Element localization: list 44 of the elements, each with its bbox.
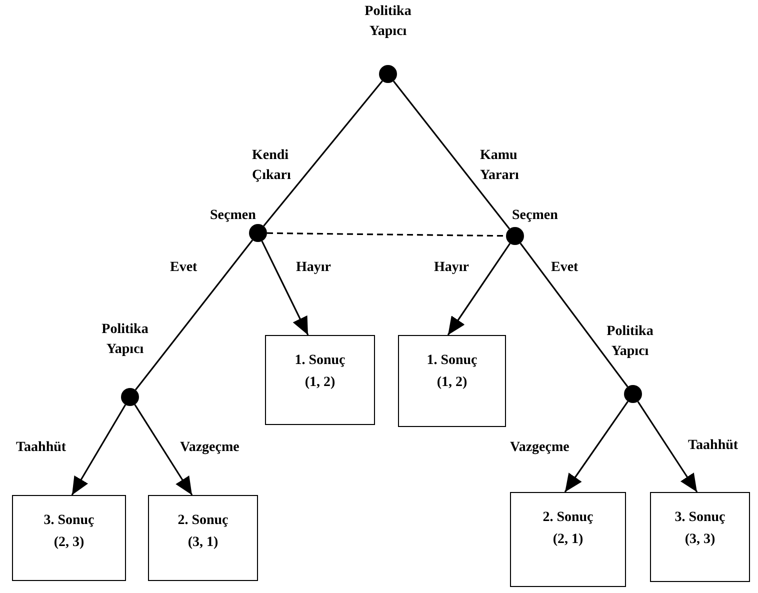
edge-label: Taahhüt — [688, 437, 740, 455]
payoff-text: (2, 1) — [552, 531, 584, 549]
outcome-box — [650, 492, 750, 582]
arrow — [447, 243, 511, 336]
edge-label: Evet — [170, 259, 198, 277]
arrow — [134, 404, 193, 496]
outcome-box — [148, 495, 258, 581]
arrow — [261, 240, 309, 336]
edge-label: Vazgeçme — [180, 439, 240, 457]
edge-label: Evet — [551, 259, 580, 277]
dashed-line — [267, 232, 506, 237]
outcome-box — [12, 495, 126, 581]
branch-line — [263, 80, 383, 227]
edge-label: Hayır — [296, 259, 332, 277]
outcome-box — [510, 492, 626, 587]
payoff-text: (1, 2) — [304, 374, 336, 392]
outcome-title: 3. Sonuç — [674, 509, 726, 527]
outcome-box — [398, 335, 506, 427]
payoff-text: (2, 3) — [54, 534, 84, 552]
outcome-title: 1. Sonuç — [426, 352, 478, 370]
node-label: Politika Yapıcı — [100, 321, 150, 359]
edge-label: Kamu Yararı — [480, 147, 520, 185]
edge-label: Taahhüt — [16, 439, 68, 457]
branch-line — [392, 80, 510, 230]
edge-label: Vazgeçme — [510, 439, 570, 457]
node-label: Seçmen — [210, 207, 257, 225]
payoff-text: (3, 3) — [684, 531, 716, 549]
arrow — [637, 401, 698, 492]
branch-line — [520, 242, 628, 388]
edge-label: Kendi Çıkarı — [252, 147, 292, 185]
node-label: Politika Yapıcı — [606, 323, 654, 361]
outcome-box — [265, 335, 375, 425]
edge-label: Hayır — [434, 259, 470, 277]
outcome-title: 1. Sonuç — [294, 352, 346, 370]
payoff-text: (1, 2) — [436, 374, 468, 392]
outcome-title: 2. Sonuç — [178, 512, 228, 530]
branch-line — [134, 240, 254, 390]
payoff-text: (3, 1) — [188, 534, 218, 552]
outcome-title: 2. Sonuç — [542, 509, 594, 527]
arrow — [564, 400, 629, 492]
node-label: Politika Yapıcı — [364, 3, 412, 41]
outcome-title: 3. Sonuç — [44, 512, 94, 530]
arrow — [71, 404, 126, 496]
node-label: Seçmen — [512, 207, 559, 225]
